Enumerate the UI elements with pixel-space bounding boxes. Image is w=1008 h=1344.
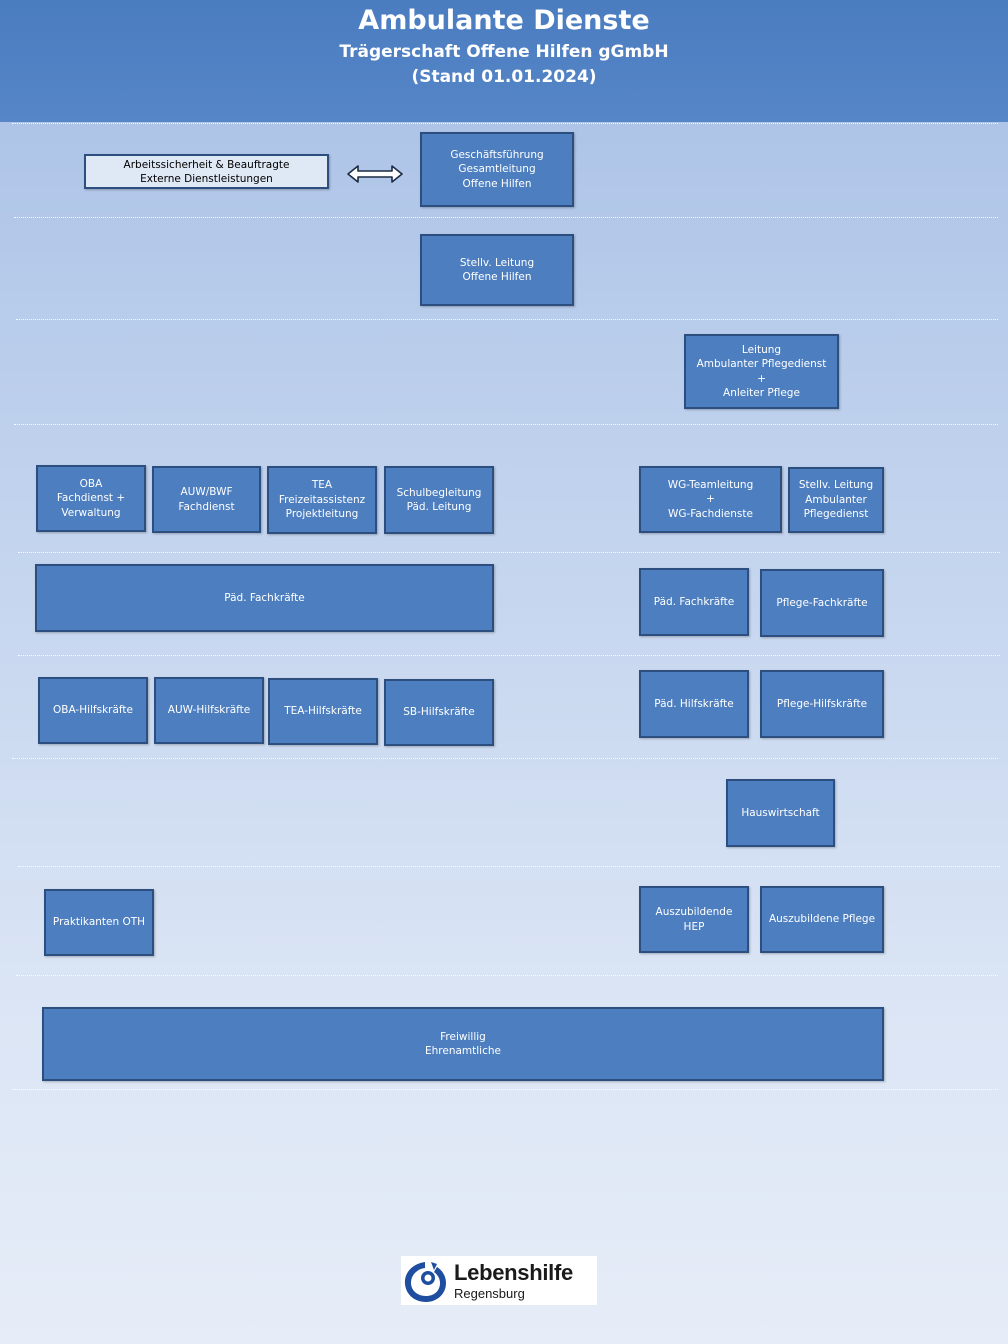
header-banner: Ambulante Dienste Trägerschaft Offene Hi…: [0, 0, 1008, 122]
node-oba-fachdienst: OBA Fachdienst + Verwaltung: [36, 465, 146, 532]
lebenshilfe-logo: Lebenshilfe Regensburg: [401, 1256, 597, 1305]
node-stellv-leitung-pflegedienst: Stellv. Leitung Ambulanter Pflegedienst: [788, 467, 884, 533]
node-geschaeftsfuehrung: Geschäftsführung Gesamtleitung Offene Hi…: [420, 132, 574, 207]
separator-line: [16, 319, 998, 320]
page-subtitle: Trägerschaft Offene Hilfen gGmbH: [339, 42, 669, 62]
node-sb-hilfskraefte: SB-Hilfskräfte: [384, 679, 494, 746]
separator-line: [14, 217, 998, 218]
node-schulbegleitung: Schulbegleitung Päd. Leitung: [384, 466, 494, 534]
node-tea-hilfskraefte: TEA-Hilfskräfte: [268, 678, 378, 745]
separator-line: [16, 975, 998, 976]
separator-line: [12, 1089, 998, 1090]
page-title: Ambulante Dienste: [358, 5, 650, 36]
node-freiwillig-ehrenamtliche: Freiwillig Ehrenamtliche: [42, 1007, 884, 1081]
node-paed-fachkraefte-left: Päd. Fachkräfte: [35, 564, 494, 632]
node-tea: TEA Freizeitassistenz Projektleitung: [267, 466, 377, 534]
node-praktikanten-oth: Praktikanten OTH: [44, 889, 154, 956]
node-pflege-hilfskraefte: Pflege-Hilfskräfte: [760, 670, 884, 738]
lebenshilfe-logo-icon: [404, 1262, 446, 1302]
node-hauswirtschaft: Hauswirtschaft: [726, 779, 835, 847]
separator-line: [18, 866, 1000, 867]
node-stellv-leitung: Stellv. Leitung Offene Hilfen: [420, 234, 574, 306]
node-paed-hilfskraefte: Päd. Hilfskräfte: [639, 670, 749, 738]
separator-line: [18, 655, 1000, 656]
logo-name: Lebenshilfe: [454, 1260, 573, 1285]
node-paed-fachkraefte-right: Päd. Fachkräfte: [639, 568, 749, 636]
node-arbeitssicherheit: Arbeitssicherheit & Beauftragte Externe …: [84, 154, 329, 189]
separator-line: [12, 758, 998, 759]
node-pflege-fachkraefte: Pflege-Fachkräfte: [760, 569, 884, 637]
separator-line: [12, 123, 998, 124]
node-auszubildende-pflege: Auszubildene Pflege: [760, 886, 884, 953]
node-oba-hilfskraefte: OBA-Hilfskräfte: [38, 677, 148, 744]
node-auw-bwf: AUW/BWF Fachdienst: [152, 466, 261, 533]
node-auszubildende-hep: Auszubildende HEP: [639, 886, 749, 953]
logo-city: Regensburg: [454, 1286, 525, 1301]
node-leitung-pflegedienst: Leitung Ambulanter Pflegedienst + Anleit…: [684, 334, 839, 409]
node-wg-teamleitung: WG-Teamleitung + WG-Fachdienste: [639, 466, 782, 533]
node-auw-hilfskraefte: AUW-Hilfskräfte: [154, 677, 264, 744]
double-arrow-icon: [347, 165, 403, 183]
separator-line: [18, 552, 1000, 553]
separator-line: [14, 424, 998, 425]
stand-date: (Stand 01.01.2024): [411, 67, 597, 87]
